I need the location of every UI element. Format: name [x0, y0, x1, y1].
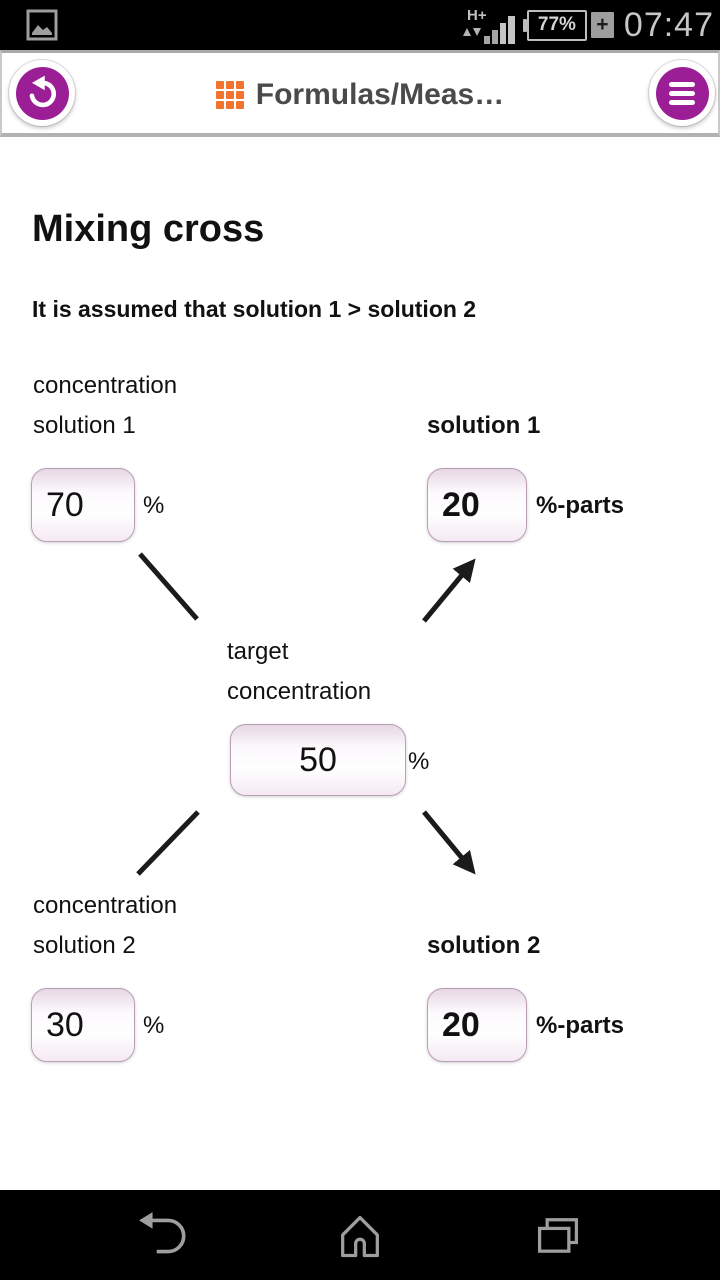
app-header: Formulas/Meas…: [0, 50, 720, 137]
nav-home-button[interactable]: [332, 1208, 388, 1264]
solution2-parts-label: solution 2: [427, 932, 541, 959]
unit-percent-1: %: [143, 492, 165, 519]
solution1-parts-label: solution 1: [427, 412, 541, 439]
nav-recents-icon: [537, 1218, 579, 1253]
nav-back-button[interactable]: [136, 1208, 192, 1264]
screenshot-notification-icon: [26, 9, 58, 41]
concentration-solution1-input[interactable]: [31, 468, 135, 542]
concentration-solution1-label: concentration solution 1: [33, 372, 178, 439]
unit-percent-parts-2: %-parts: [536, 1012, 625, 1039]
charging-plus-icon: +: [590, 12, 614, 38]
assumption-text: It is assumed that solution 1 > solution…: [32, 296, 477, 322]
menu-button[interactable]: [649, 60, 715, 126]
target-concentration-label: target concentration: [227, 638, 372, 705]
app-title: Formulas/Meas…: [255, 77, 505, 111]
nav-recents-button[interactable]: [530, 1208, 586, 1264]
battery-nub: [522, 18, 527, 32]
page-title: Mixing cross: [32, 208, 265, 250]
navigation-bar: [0, 1190, 720, 1280]
nav-home-icon: [341, 1215, 379, 1258]
mixing-cross-arrows: [136, 552, 476, 876]
concentration-solution2-input[interactable]: [31, 988, 135, 1062]
network-type-label: H+: [467, 7, 487, 24]
hamburger-icon: [669, 81, 695, 105]
nav-back-icon: [139, 1212, 186, 1254]
unit-percent-target: %: [408, 748, 430, 775]
unit-percent-2: %: [143, 1012, 165, 1039]
header-title: Formulas/Meas…: [2, 53, 718, 136]
unit-percent-parts-1: %-parts: [536, 492, 625, 519]
battery-icon: 77%: [522, 9, 587, 41]
mobile-signal-icon: H+: [457, 5, 519, 45]
concentration-solution2-label: concentration solution 2: [33, 892, 178, 959]
solution2-parts-value: 20: [427, 988, 527, 1062]
app-grid-icon: [215, 80, 244, 109]
target-concentration-input[interactable]: [230, 724, 406, 796]
solution1-parts-value: 20: [427, 468, 527, 542]
status-clock: 07:47: [623, 5, 714, 44]
status-bar: H+ 77% + 07:47: [0, 0, 720, 50]
back-button[interactable]: [9, 60, 75, 126]
battery-percent: 77%: [537, 14, 576, 35]
back-arrow-icon: [29, 75, 56, 108]
